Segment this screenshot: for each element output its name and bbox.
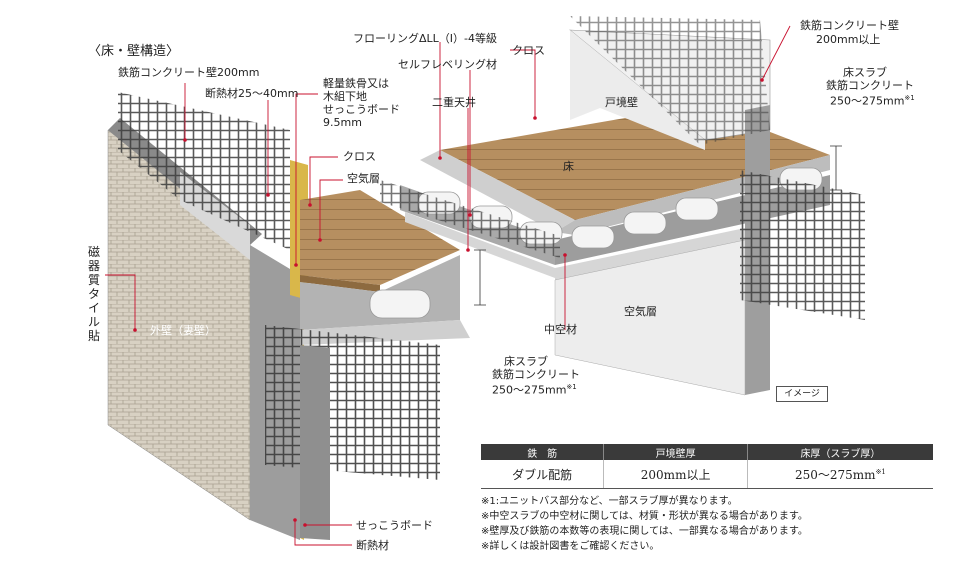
leader-lines [105,25,791,546]
spec-table: 鉄 筋 戸境壁厚 床厚（スラブ厚） ダブル配筋 200mm以上 250〜275m… [481,444,933,489]
table-header-slab: 床厚（スラブ厚） [747,444,933,460]
label-insulation-bottom: 断熱材 [356,539,389,552]
label-floor: 床 [563,160,574,173]
table-cell-slab: 250〜275mm※1 [747,460,933,489]
label-rc-wall-right-2: 200mm以上 [816,33,881,46]
left-lower-rebar [265,325,440,540]
label-slab-right-sup: ※1 [904,94,915,102]
left-wall-rebar [118,92,290,250]
table-header-wall: 戸境壁厚 [603,444,748,460]
label-steel-frame-2: 木組下地 [323,90,367,103]
label-steel-frame-3: せっこうボード [323,103,400,116]
partition-wall [554,16,771,396]
label-tile: 磁器質タイル貼 [88,245,101,343]
label-partition-wall: 戸境壁 [605,96,638,109]
label-slab-center-2: 鉄筋コンクリート [492,368,580,381]
label-slab-center-value: 250〜275mm [492,383,567,397]
label-gypsum-bottom: せっこうボード [356,519,433,532]
footnote-4: ※詳しくは設計図書をご確認ください。 [481,541,660,552]
table-header-rebar: 鉄 筋 [481,444,605,460]
label-double-ceiling: 二重天井 [432,96,476,109]
label-exterior-wall: 外壁（妻壁） [150,324,216,337]
footnotes: ※1:ユニットバス部分など、一部スラブ厚が異なります。 ※中空スラブの中空材に関… [481,494,808,554]
label-slab-right-2: 鉄筋コンクリート [826,79,914,92]
dimension-marks [474,145,842,306]
label-air-layer-center: 空気層 [624,305,657,318]
label-flooring: フローリングΔLL（I）-4等級 [353,32,497,45]
label-cloth-left: クロス [343,150,376,163]
label-rc-wall: 鉄筋コンクリート壁200mm [118,66,260,79]
label-steel-frame-1: 軽量鉄骨又は [323,77,389,90]
table-cell-wall: 200mm以上 [603,460,748,489]
footnote-3: ※壁厚及び鉄筋の本数等の表現に関しては、一部異なる場合があります。 [481,526,808,537]
image-badge: イメージ [776,386,828,402]
table-cell-slab-sup: ※1 [875,467,886,476]
label-slab-center-1: 床スラブ [504,355,548,368]
label-air-layer-left: 空気層 [347,172,380,185]
label-slab-right-value: 250〜275mm [830,94,905,108]
footnote-2: ※中空スラブの中空材に関しては、材質・形状が異なる場合があります。 [481,511,808,522]
label-slab-center-sup: ※1 [566,383,577,391]
table-cell-rebar: ダブル配筋 [481,460,605,489]
table-row: ダブル配筋 200mm以上 250〜275mm※1 [481,460,933,489]
footnote-1: ※1:ユニットバス部分など、一部スラブ厚が異なります。 [481,496,738,507]
label-slab-center-3: 250〜275mm※1 [492,381,577,397]
label-rc-wall-right-1: 鉄筋コンクリート壁 [800,19,899,32]
table-cell-slab-value: 250〜275mm [794,467,876,482]
label-steel-frame-4: 9.5mm [323,116,362,129]
label-self-leveling: セルフレベリング材 [398,58,497,71]
right-rebar [740,170,865,320]
section-title: 〈床・壁構造〉 [88,44,180,59]
label-slab-right-1: 床スラブ [843,66,887,79]
label-hollow: 中空材 [544,323,577,336]
left-floor [300,190,470,345]
label-cloth-center: クロス [512,44,545,57]
label-slab-right-3: 250〜275mm※1 [830,92,915,108]
label-insulation: 断熱材25〜40mm [205,87,299,100]
